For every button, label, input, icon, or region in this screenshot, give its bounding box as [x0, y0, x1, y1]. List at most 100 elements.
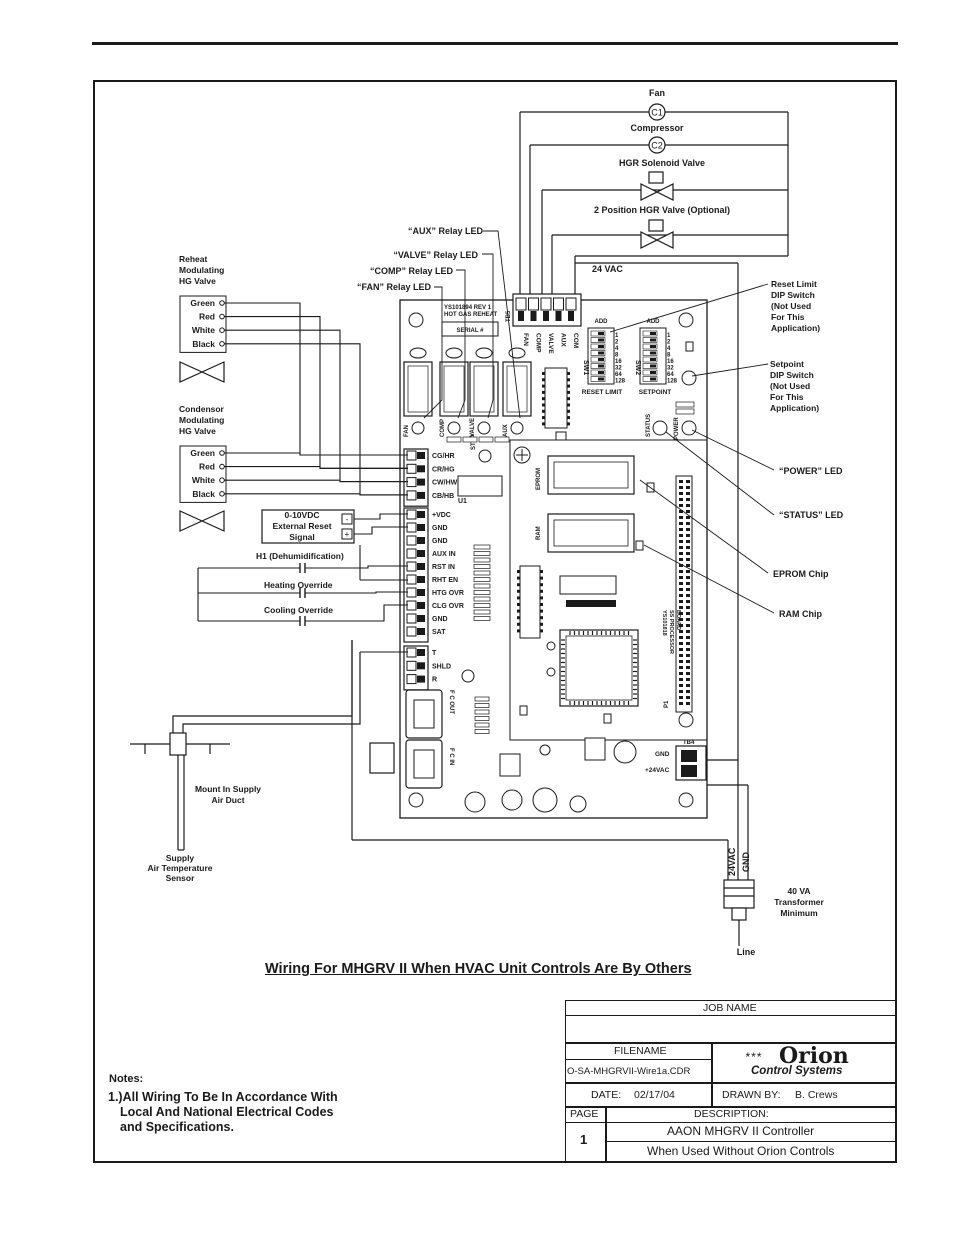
setpoint-dip-callout: DIP Switch	[770, 370, 814, 380]
valve-led-callout: “VALVE” Relay LED	[393, 250, 478, 260]
tb5-term-com: COM	[572, 333, 579, 348]
sensor-name-text: Supply	[166, 853, 195, 863]
io-term-htg-ovr: HTG OVR	[432, 590, 464, 597]
reset-limit-dip-callout: For This	[771, 312, 805, 322]
orion-logo-sub: Control Systems	[751, 1065, 843, 1077]
hgr-solenoid-label: HGR Solenoid Valve	[619, 158, 705, 168]
tb5-term-fan: FAN	[522, 333, 529, 346]
comm-term-t: T	[432, 650, 437, 657]
drawn-by-label: DRAWN BY:	[722, 1089, 781, 1101]
relay-label-comp: COMP	[440, 419, 446, 437]
sw2-value: 64	[667, 372, 674, 378]
tb5-label: TB5	[506, 310, 512, 322]
setpoint-dip-callout: (Not Used	[770, 381, 810, 391]
sw1-value: 1	[615, 333, 619, 339]
c1-coil: C1	[648, 103, 666, 121]
note-line-2: Local And National Electrical Codes	[120, 1105, 334, 1119]
c2-coil: C2	[648, 136, 666, 154]
valve-term-cg-hr: CG/HR	[432, 453, 455, 460]
condensor-wire-black: Black	[192, 489, 215, 499]
svg-text:C2: C2	[651, 141, 663, 151]
sensor-name-text: Air Temperature	[147, 863, 212, 873]
reheat-title: Modulating	[179, 265, 224, 275]
eprom-board-label: EPROM	[536, 468, 542, 490]
header-rule	[92, 42, 898, 45]
fc-out-label: F C OUT	[448, 690, 454, 714]
processor-board-label: BOARD	[675, 610, 681, 630]
reset-limit-dip-callout: Application)	[771, 323, 820, 333]
date-value: 02/17/04	[634, 1089, 675, 1101]
fc-in-jack	[405, 739, 443, 789]
board-part: YS101894 REV 1	[444, 305, 492, 311]
io-term--vdc: +VDC	[432, 512, 451, 519]
drawing-frame	[93, 80, 897, 1163]
sw1-value: 64	[615, 372, 622, 378]
tb4-gnd: GND	[655, 751, 670, 758]
ram-chip-callout: RAM Chip	[779, 609, 822, 619]
comm-term-shld: SHLD	[432, 663, 451, 670]
svg-text:C1: C1	[651, 108, 663, 118]
sensor-mount-text: Mount In Supply	[195, 784, 261, 794]
sw2-label: SW2	[634, 360, 641, 375]
filename-value: O-SA-MHGRVII-Wire1a.CDR	[567, 1066, 691, 1077]
date-label: DATE:	[591, 1089, 622, 1101]
comm-term-r: R	[432, 677, 437, 684]
description-cell: DESCRIPTION: AAON MHGRV II Controller Wh…	[606, 1107, 897, 1163]
comm-terminal-block: T SHLD R	[403, 645, 451, 691]
sw2-value: 1	[667, 333, 671, 339]
reset-limit-label: RESET LIMIT	[582, 389, 622, 396]
io-term-gnd: GND	[432, 616, 448, 623]
io-term-sat: SAT	[432, 629, 446, 636]
transformer	[723, 879, 755, 946]
note-line-3: and Specifications.	[120, 1120, 234, 1134]
status-board-label: STATUS	[646, 414, 652, 437]
description-line-2: When Used Without Orion Controls	[647, 1144, 835, 1158]
p1-label: P1	[664, 700, 670, 708]
sw1-dip-switch	[587, 327, 615, 385]
sw1-value: 16	[615, 359, 622, 365]
reheat-wire-red: Red	[199, 312, 215, 322]
sw2-dip-switch	[639, 327, 667, 385]
dip-ic-therm	[457, 475, 503, 497]
reset-signal-text: 0-10VDC	[285, 510, 320, 520]
tb5-term-aux: AUX	[560, 333, 567, 347]
ram-chip	[547, 513, 635, 553]
page-label: PAGE	[570, 1108, 599, 1120]
transformer-desc: Transformer	[774, 897, 824, 907]
io-term-rht-en: RHT EN	[432, 577, 458, 584]
setpoint-dip-callout: Setpoint	[770, 359, 804, 369]
relay-label-valve: VALVE	[470, 418, 476, 437]
sw2-value: 4	[667, 346, 671, 352]
filename-cell: FILENAME O-SA-MHGRVII-Wire1a.CDR	[565, 1043, 712, 1083]
step-led	[478, 449, 492, 463]
u1-label: U1	[458, 498, 467, 505]
fc-out-jack	[405, 689, 443, 739]
io-term-clg-ovr: CLG OVR	[432, 603, 464, 610]
drawn-by-value: B. Crews	[795, 1089, 838, 1101]
processor-chip	[559, 629, 639, 707]
power-led-callout: “POWER” LED	[779, 466, 843, 476]
transformer-desc: 40 VA	[788, 886, 811, 896]
condensor-title: Condensor	[179, 404, 225, 414]
reheat-title: HG Valve	[179, 276, 216, 286]
h1-dehumidification-label: H1 (Dehumidification)	[256, 551, 344, 561]
sw1-value: 8	[615, 353, 619, 359]
cooling-override-label: Cooling Override	[264, 605, 333, 615]
tb5-term-valve: VALVE	[547, 333, 554, 354]
setpoint-label: SETPOINT	[639, 389, 672, 396]
sw1-value: 32	[615, 366, 622, 372]
transformer-desc: Minimum	[780, 908, 818, 918]
sensor-name-text: Sensor	[166, 873, 196, 883]
reset-limit-dip-callout: DIP Switch	[771, 290, 815, 300]
processor-board-label: SS PROCESSOR	[668, 610, 674, 654]
valve-term-cb-hb: CB/HB	[432, 493, 454, 500]
sw2-value: 8	[667, 353, 671, 359]
reset-signal-box	[261, 509, 355, 544]
notes-heading: Notes:	[109, 1073, 144, 1085]
override-wiring: H1 (Dehumidification)Heating OverrideCoo…	[197, 545, 408, 626]
sw2-value: 2	[667, 340, 671, 346]
